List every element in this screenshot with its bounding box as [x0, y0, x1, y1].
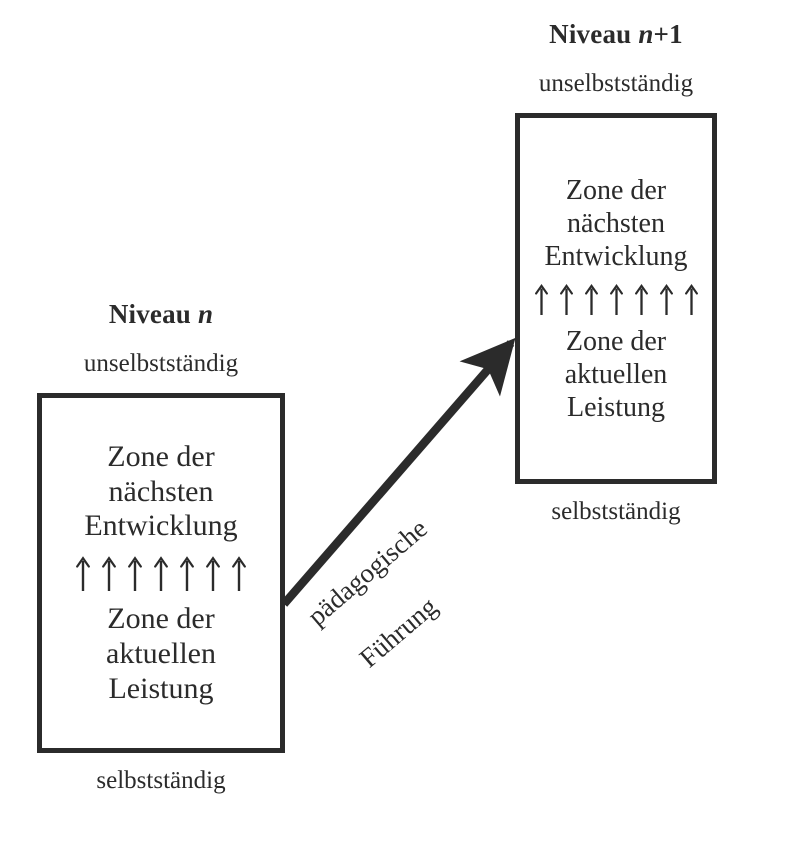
transition-arrow-label-line-2: Führung [353, 591, 443, 674]
up-arrow-icon [609, 283, 623, 315]
upper-zone-line-2: nächsten [567, 207, 665, 239]
lower-zone-line-1: Zone der [565, 325, 667, 357]
lower-zone-line-2: aktuellen [564, 358, 668, 390]
zone-box-niveau-n: Zone der nächsten Entwicklung Zone der a… [37, 393, 285, 754]
upper-zone-line-2: nächsten [108, 474, 214, 508]
upper-zone-line-1: Zone der [107, 439, 215, 473]
lower-zone-line-3: Leistung [108, 671, 214, 705]
level-title-prefix: Niveau [108, 299, 198, 329]
up-arrow-icon [634, 283, 648, 315]
up-arrow-icon [102, 556, 116, 592]
level-group-niveau-n: Niveau n unselbstständig Zone der nächst… [12, 299, 310, 795]
level-title-suffix: +1 [653, 19, 683, 49]
up-arrow-icon [154, 556, 168, 592]
up-arrow-icon [206, 556, 220, 592]
upper-zone-text-n-plus-1: Zone der nächsten Entwicklung [544, 174, 687, 273]
upper-zone-text-n: Zone der nächsten Entwicklung [84, 440, 237, 544]
growth-arrow-row-n-plus-1 [534, 282, 698, 316]
bottom-label-selbststaendig-n: selbstständig [96, 767, 226, 795]
level-group-niveau-n-plus-1: Niveau n+1 unselbstständig Zone der näch… [490, 19, 742, 526]
up-arrow-icon [76, 556, 90, 592]
up-arrow-icon [232, 556, 246, 592]
upper-zone-line-3: Entwicklung [544, 240, 688, 272]
lower-zone-line-2: aktuellen [106, 636, 216, 670]
level-title-niveau-n-plus-1: Niveau n+1 [490, 19, 742, 50]
up-arrow-icon [659, 283, 673, 315]
up-arrow-icon [584, 283, 598, 315]
up-arrow-icon [128, 556, 142, 592]
lower-zone-text-n-plus-1: Zone der aktuellen Leistung [565, 325, 668, 424]
upper-zone-line-3: Entwicklung [84, 509, 238, 543]
up-arrow-icon [559, 283, 573, 315]
up-arrow-icon [180, 556, 194, 592]
top-label-unselbststaendig-n-plus-1: unselbstständig [538, 69, 694, 97]
level-title-variable: n [197, 299, 214, 329]
top-label-unselbststaendig-n: unselbstständig [83, 349, 239, 377]
level-title-prefix: Niveau [549, 19, 639, 49]
zone-box-niveau-n-plus-1: Zone der nächsten Entwicklung Zone der a… [515, 113, 717, 485]
bottom-label-selbststaendig-n-plus-1: selbstständig [551, 498, 681, 526]
lower-zone-line-1: Zone der [107, 602, 215, 636]
level-title-niveau-n: Niveau n [12, 299, 310, 330]
growth-arrow-row-n [76, 554, 246, 592]
lower-zone-text-n: Zone der aktuellen Leistung [106, 602, 216, 706]
level-title-variable: n [638, 19, 654, 49]
lower-zone-line-3: Leistung [567, 391, 665, 423]
up-arrow-icon [534, 283, 548, 315]
up-arrow-icon [684, 283, 698, 315]
upper-zone-line-1: Zone der [565, 174, 667, 206]
